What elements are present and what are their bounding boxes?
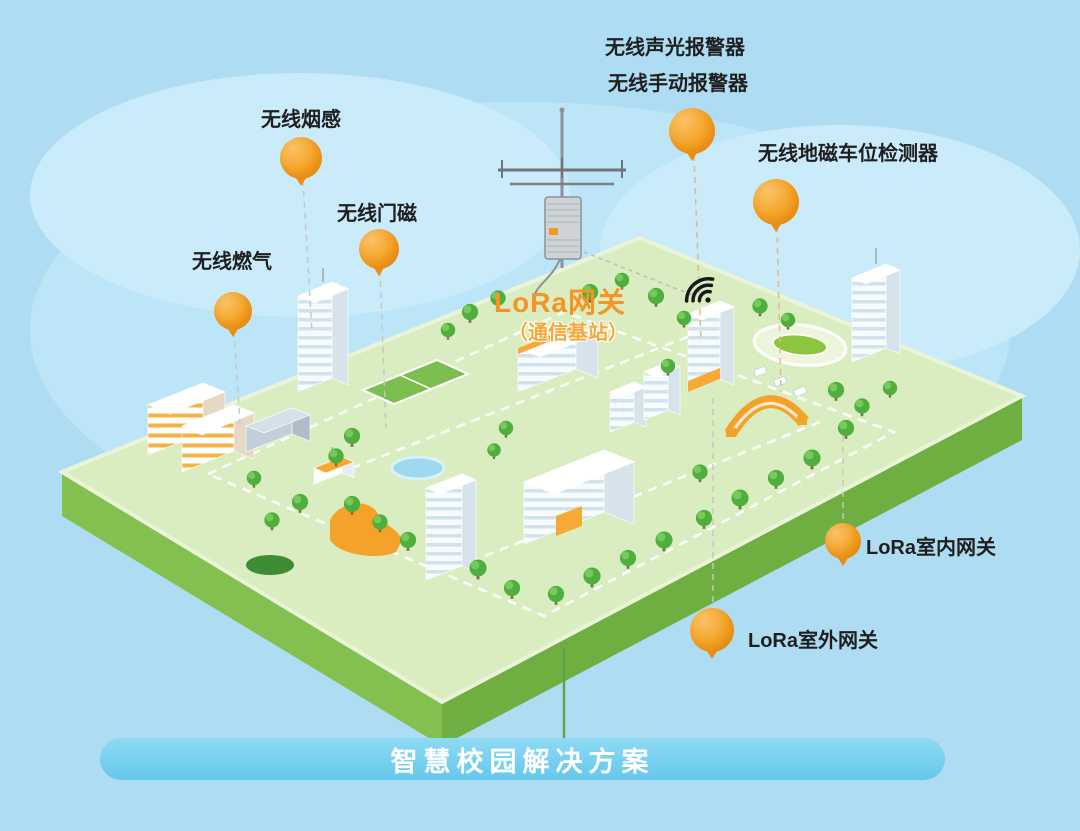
connector-line-parking [776,225,782,393]
wifi-signal-icon [684,276,715,303]
label-wireless-door: 无线门磁 [337,203,417,225]
building [517,324,599,393]
wavy-building [330,503,402,556]
background-cloud [30,73,570,317]
balloon-marker-door [359,229,399,269]
connector-line-door [379,269,387,429]
building [643,361,681,421]
building [609,381,647,433]
building [851,248,901,363]
stadium [752,323,848,367]
balloon-marker-outdoor-gateway [690,608,734,652]
building [297,268,349,393]
platform-left-side [62,472,442,746]
gateway-title: LoRa网关 [493,287,627,318]
balloon-marker-gas [214,292,252,330]
balloon-marker-indoor-gateway [825,523,861,559]
parked-cars [753,366,807,397]
label-outdoor-gateway: LoRa室外网关 [748,630,878,652]
gateway-subtitle: （通信基站） [508,322,628,344]
platform-right-side [442,396,1022,746]
balloon-marker-alarm [669,108,715,154]
soccer-field-midline [399,374,432,390]
campus-buildings [147,248,901,581]
label-wireless-smoke: 无线烟感 [261,109,341,131]
connector-line-basestation-wifi [583,251,693,296]
pond [390,455,446,481]
connector-lines [233,154,844,607]
building [687,300,735,393]
campus-ground-features [204,310,898,618]
label-parking-detector: 无线地磁车位检测器 [758,143,938,165]
building [181,404,255,473]
building [523,449,635,545]
label-indoor-gateway: LoRa室内网关 [866,537,996,559]
connector-line-alarm [693,154,702,343]
base-station-antenna-icon [498,107,626,297]
balloon-marker-parking [753,179,799,225]
label-sound-light-alarm: 无线声光报警器 [605,37,745,59]
balloon-marker-smoke [280,137,322,179]
solution-banner-title: 智慧校园解决方案 [390,746,655,777]
building [245,407,311,453]
connector-line-smoke [302,179,313,333]
label-wireless-gas: 无线燃气 [192,251,272,273]
bush [246,555,294,575]
label-manual-alarm: 无线手动报警器 [608,73,748,95]
building [425,473,477,581]
arch-gate [724,395,810,438]
connector-line-gas [233,330,241,425]
solution-banner: 智慧校园解决方案 [100,738,945,780]
